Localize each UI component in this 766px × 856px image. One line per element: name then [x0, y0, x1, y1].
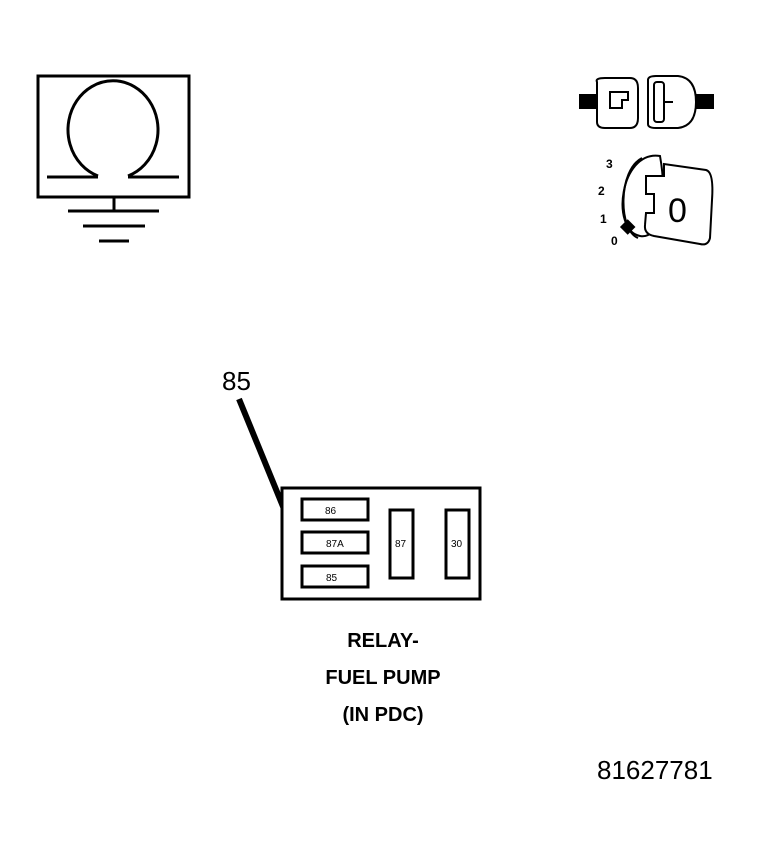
ignition-key-position: 0 [668, 192, 687, 230]
figure-id: 81627781 [597, 755, 713, 785]
relay-pin-85-label: 85 [326, 573, 338, 584]
relay-pin-87-label: 87 [395, 539, 407, 550]
relay-pin-30-label: 30 [451, 539, 463, 550]
ignition-position-2: 2 [598, 184, 605, 198]
relay-pin-85 [300, 564, 370, 589]
ignition-position-3: 3 [606, 157, 613, 171]
relay-pin-86 [300, 497, 370, 522]
relay-pin-87a [300, 530, 370, 555]
ignition-switch-icon: 0 3 2 1 0 [598, 154, 714, 248]
relay-pin-87a-label: 87A [326, 539, 344, 550]
callout-label: 85 [222, 366, 251, 396]
caption-line-3: (IN PDC) [342, 704, 424, 726]
ignition-position-0: 0 [611, 234, 618, 248]
relay-pin-86-label: 86 [325, 506, 337, 517]
ignition-position-1: 1 [600, 212, 607, 226]
disconnected-connector-icon [579, 75, 714, 129]
relay-pin-87 [388, 508, 415, 580]
relay-pin-30 [444, 508, 471, 580]
ohmmeter-ground-icon [36, 74, 191, 243]
caption-line-2: FUEL PUMP [325, 667, 441, 689]
caption-line-1: RELAY- [347, 630, 419, 652]
relay-fuel-pump: 86 87A 85 87 30 [280, 486, 482, 601]
